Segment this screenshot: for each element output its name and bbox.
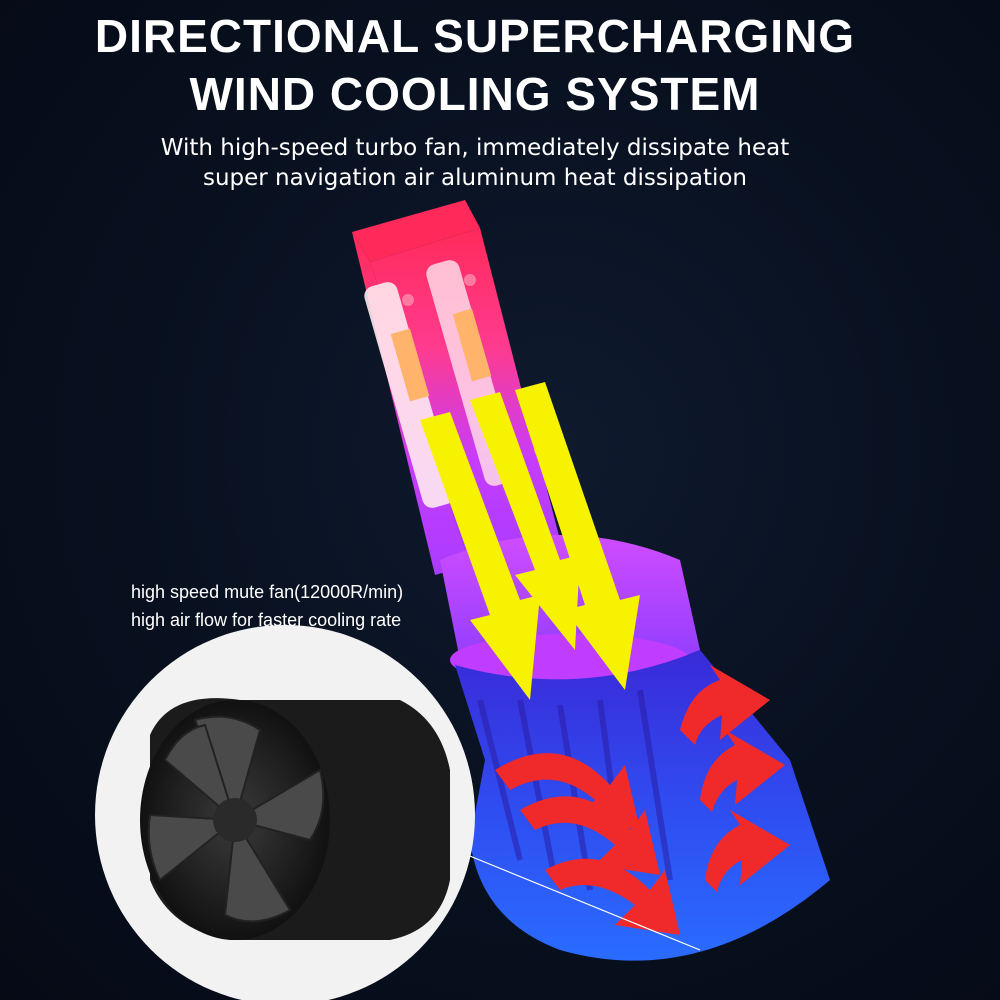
fan-closeup xyxy=(95,625,475,1000)
fan-callout-line-2: high air flow for faster cooling rate xyxy=(131,610,402,630)
headline-line-2: WIND COOLING SYSTEM xyxy=(189,68,761,120)
callout-line xyxy=(459,851,701,951)
fan-blades xyxy=(147,715,325,923)
fan-callout-line-1: high speed mute fan(12000R/min) xyxy=(131,582,404,602)
subheadline-line-2: super navigation air aluminum heat dissi… xyxy=(202,165,748,191)
inflow-arrows xyxy=(420,382,640,700)
headline-line-1: DIRECTIONAL SUPERCHARGING xyxy=(94,10,856,62)
outflow-arrows xyxy=(495,665,790,935)
subheadline-line-1: With high-speed turbo fan, immediately d… xyxy=(160,135,790,161)
